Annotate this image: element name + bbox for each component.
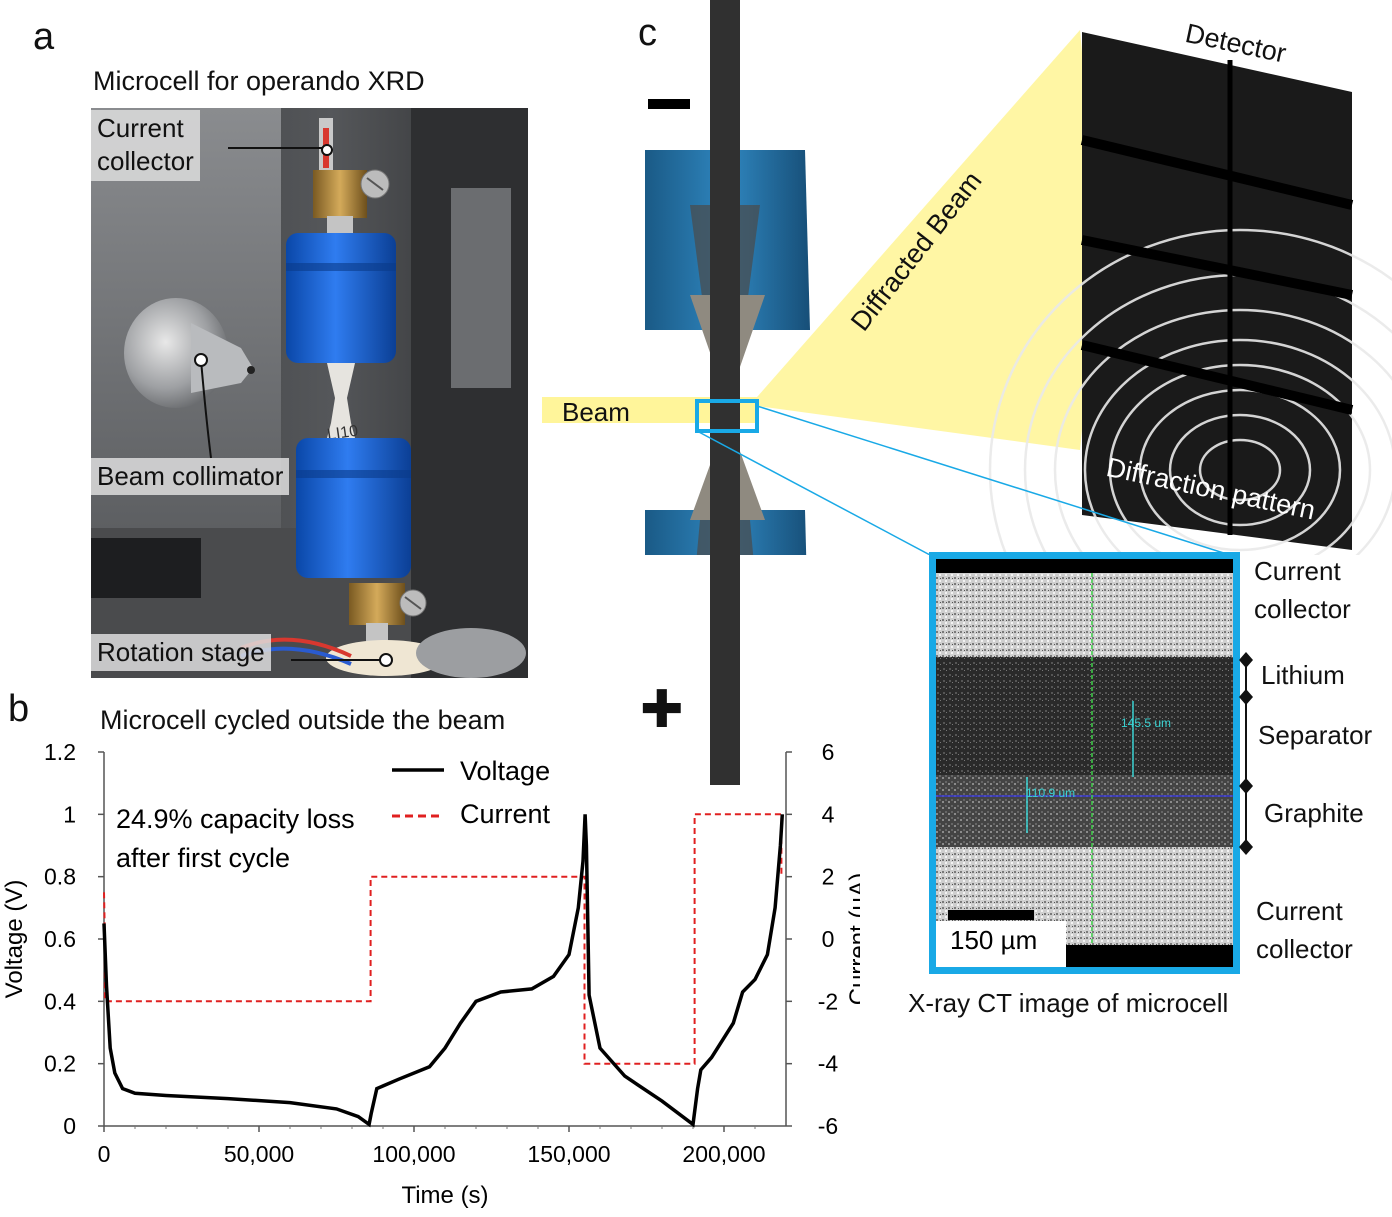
x-axis-label: Time (s) <box>401 1182 488 1209</box>
y-right-tick-label: -2 <box>818 988 838 1014</box>
ct-label-separator: Separator <box>1258 720 1373 750</box>
y-right-tick-label: -4 <box>818 1051 839 1077</box>
ct-label-top-cc: Current collector <box>1254 553 1351 628</box>
panel-c-letter: c <box>638 12 657 54</box>
x-tick-label: 150,000 <box>527 1141 610 1167</box>
ct-caption: X-ray CT image of microcell <box>908 988 1229 1018</box>
chart-ticks: 0 50,000 100,000 150,000 200,000 0 0.2 0.4 0.6 0.… <box>44 739 838 1167</box>
panel-b-letter: b <box>8 688 30 730</box>
y-right-tick-label: 6 <box>822 739 835 765</box>
ct-scale-bar-label: 150 µm <box>950 925 1038 955</box>
ct-label-bottom-cc: Current collector <box>1256 893 1353 968</box>
y-right-axis-label: Current (µA) <box>845 873 860 1006</box>
ct-layer-bracket <box>1239 652 1253 855</box>
detector-gap-3 <box>1080 340 1354 415</box>
ct-label-bottom-cc-line1: Current <box>1256 896 1343 926</box>
label-rotation-stage: Rotation stage <box>91 634 271 672</box>
panel-a-letter: a <box>33 16 55 58</box>
capacity-loss-annotation-2: after first cycle <box>116 843 290 873</box>
microcell-photo: LI10 Current collector Beam collimator R… <box>91 108 528 678</box>
y-left-tick-label: 0.4 <box>44 988 76 1014</box>
panel-b-caption: Microcell cycled outside the beam <box>100 705 506 735</box>
ct-label-top-cc-line1: Current <box>1254 556 1341 586</box>
y-right-tick-label: -6 <box>818 1113 838 1139</box>
ct-measure-110: 110.9 um <box>1026 786 1076 800</box>
beam-focus-box <box>695 399 759 433</box>
detector-gap-2 <box>1081 235 1353 300</box>
capacity-loss-annotation-1: 24.9% capacity loss <box>116 804 355 834</box>
beam-label: Beam <box>562 397 630 427</box>
y-right-tick-label: 2 <box>822 864 835 890</box>
panel-a-caption: Microcell for operando XRD <box>93 66 425 96</box>
detector-panel <box>1082 32 1352 550</box>
current-collector-rod <box>710 0 740 555</box>
ct-label-top-cc-line2: collector <box>1254 593 1351 624</box>
bracket-marker-4 <box>1239 839 1253 855</box>
diffraction-rings <box>988 228 1392 555</box>
x-tick-label: 0 <box>98 1141 111 1167</box>
legend-current-label: Current <box>460 799 551 829</box>
label-current-collector: Current collector <box>91 110 200 181</box>
plus-sign: ✚ <box>640 681 684 739</box>
bracket-marker-2 <box>1239 689 1253 705</box>
ct-label-lithium: Lithium <box>1261 660 1345 690</box>
voltage-series-line <box>102 814 785 1128</box>
label-current-collector-line1: Current <box>97 113 184 143</box>
minus-sign <box>648 99 690 109</box>
y-left-tick-label: 0.8 <box>44 864 76 890</box>
microcell-photo-drawing: LI10 <box>91 108 528 678</box>
y-right-tick-label: 0 <box>822 926 835 952</box>
label-beam-collimator: Beam collimator <box>91 458 290 496</box>
y-left-tick-label: 1 <box>63 801 76 827</box>
y-left-axis-label: Voltage (V) <box>1 880 28 999</box>
detector-gap-1 <box>1080 135 1354 210</box>
y-left-tick-label: 0.6 <box>44 926 76 952</box>
x-tick-label: 50,000 <box>224 1141 294 1167</box>
label-current-collector-line2: collector <box>97 146 194 177</box>
y-right-tick-label: 4 <box>822 801 835 827</box>
y-left-tick-label: 0.2 <box>44 1051 76 1077</box>
ct-image-drawing <box>936 559 1233 967</box>
current-series-line <box>103 813 783 1065</box>
current-collector-rod-lower <box>710 555 740 785</box>
ct-image: 145.5 um 110.9 um 150 µm <box>929 552 1240 974</box>
y-left-tick-label: 0 <box>63 1113 76 1139</box>
x-tick-label: 200,000 <box>682 1141 765 1167</box>
x-tick-label: 100,000 <box>372 1141 455 1167</box>
bracket-marker-1 <box>1239 652 1253 668</box>
y-left-tick-label: 1.2 <box>44 739 76 765</box>
ct-measure-145: 145.5 um <box>1121 716 1172 730</box>
diffracted-beam-cone <box>750 30 1100 450</box>
beam-schematic <box>542 0 1392 555</box>
chart-legend: Voltage Current <box>392 756 551 829</box>
cycling-chart: 0 50,000 100,000 150,000 200,000 0 0.2 0.4 0.6 0.… <box>1 739 860 1209</box>
legend-voltage-label: Voltage <box>460 756 550 786</box>
ct-label-graphite: Graphite <box>1264 798 1364 828</box>
bracket-marker-3 <box>1239 778 1253 794</box>
ct-label-bottom-cc-line2: collector <box>1256 933 1353 964</box>
